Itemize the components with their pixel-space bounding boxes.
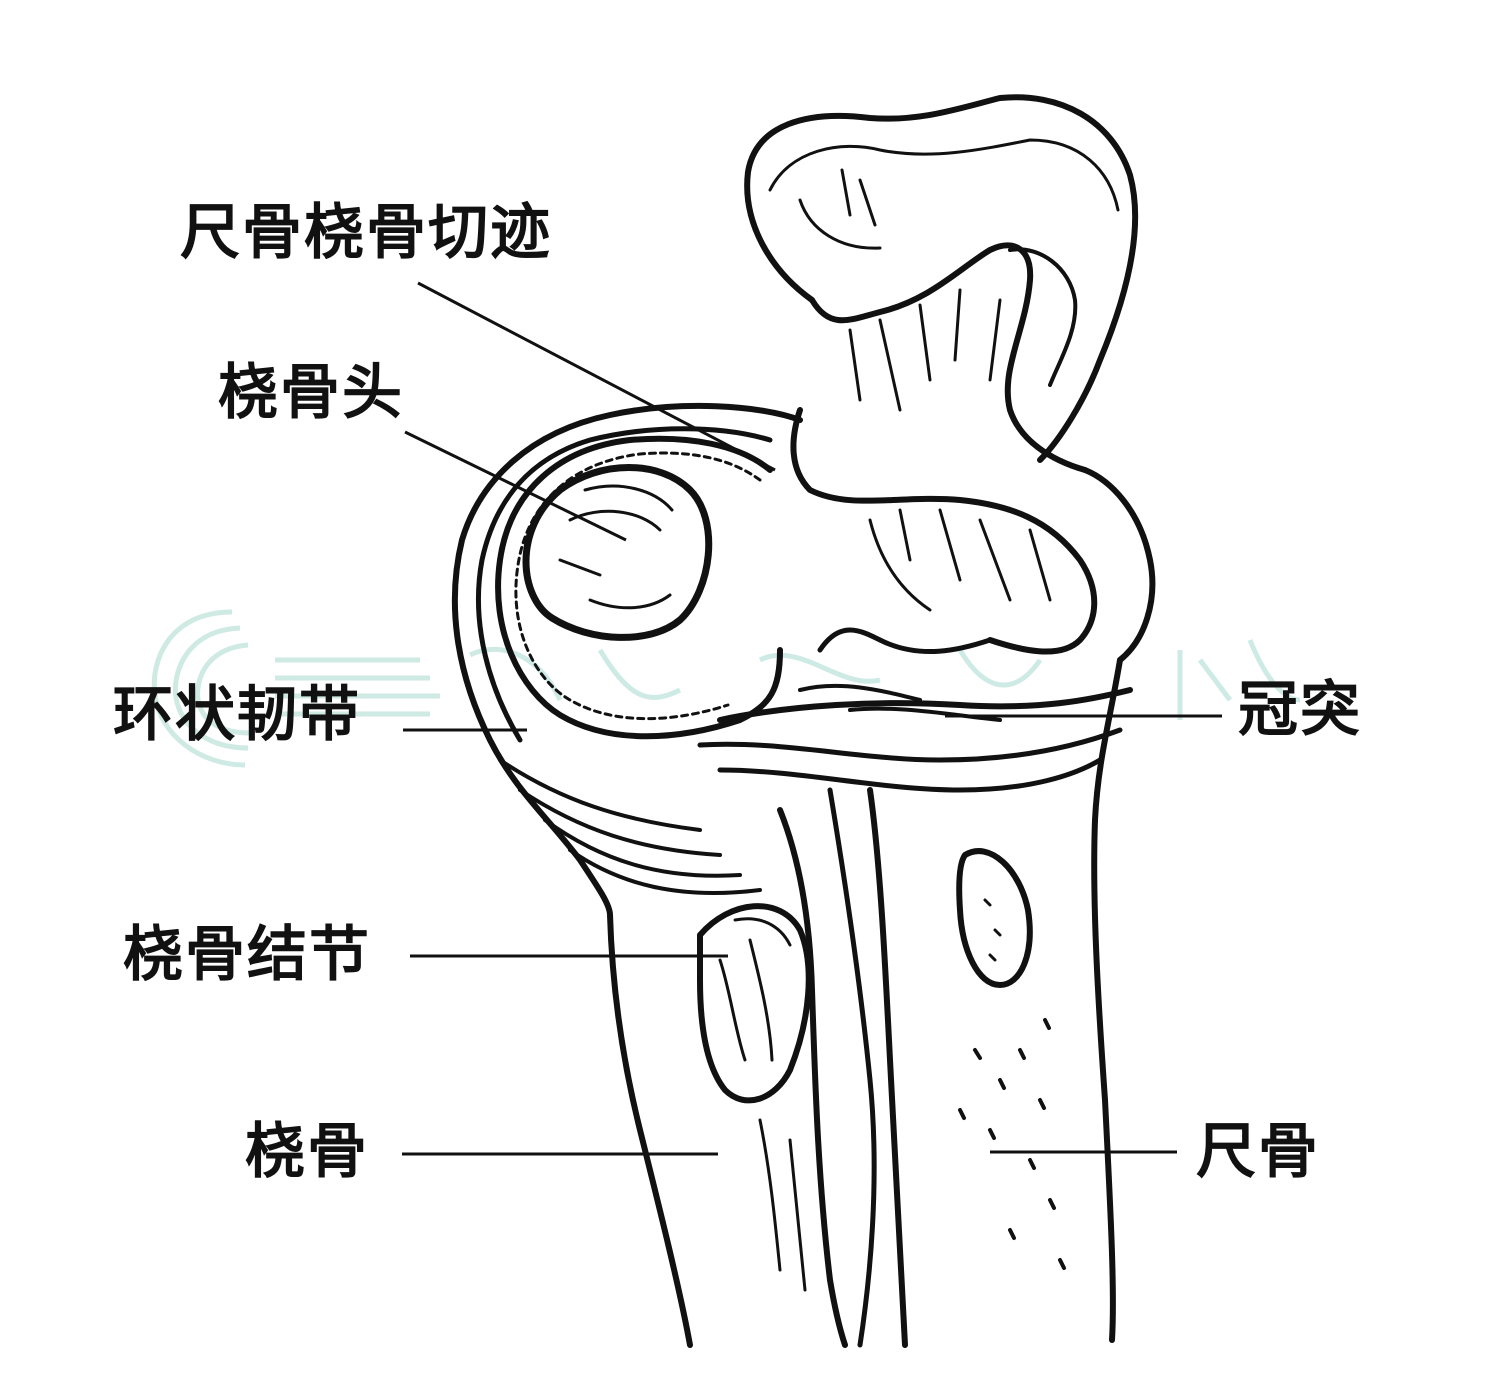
label-radial-notch: 尺骨桡骨切迹 — [180, 198, 552, 268]
ulna-bone — [744, 94, 1156, 1348]
leader-radial-head — [404, 430, 627, 542]
watermark-logo — [151, 609, 1301, 768]
radius-bone — [451, 402, 1133, 1348]
label-radial-tuberosity: 桡骨结节 — [123, 920, 371, 990]
leader-lines — [402, 281, 1222, 1156]
label-radius: 桡骨 — [245, 1117, 369, 1187]
label-coronoid-process: 冠突 — [1238, 675, 1362, 745]
label-annular-ligament: 环状韧带 — [113, 680, 361, 750]
leader-radial-notch — [417, 281, 776, 472]
label-ulna: 尺骨 — [1196, 1117, 1320, 1187]
label-radial-head: 桡骨头 — [218, 358, 404, 428]
